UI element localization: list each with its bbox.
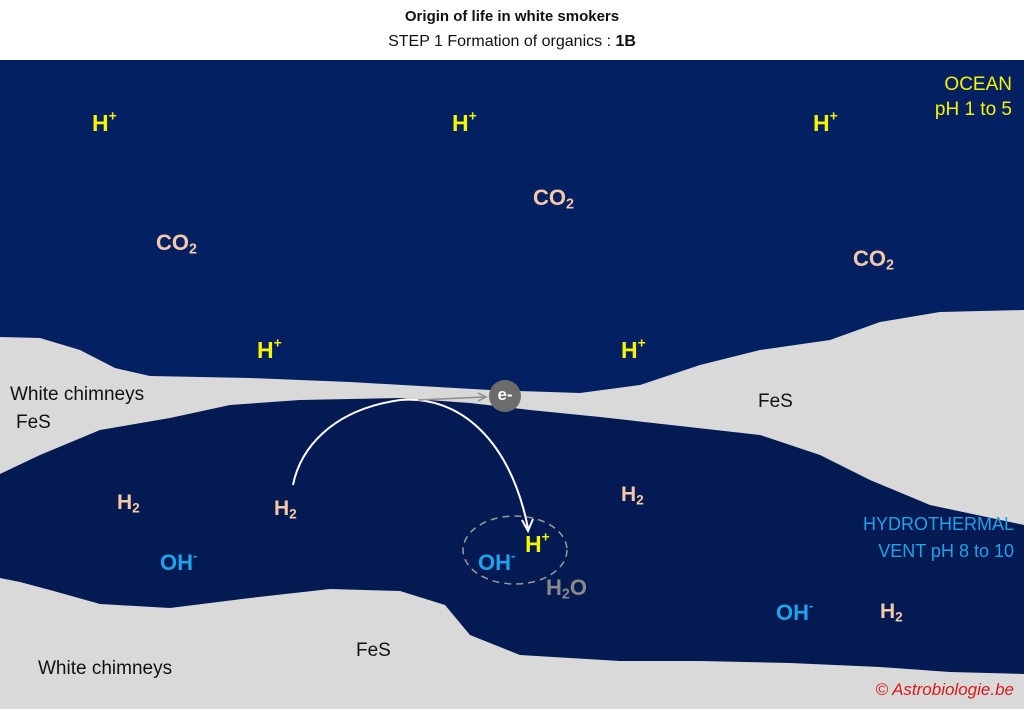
- electron-arrow-head: [477, 392, 488, 402]
- mineral-label-left: FeS: [16, 412, 51, 433]
- h2-label: H2: [117, 491, 140, 516]
- co2-label: CO2: [156, 230, 197, 258]
- mineral-label-right: FeS: [758, 391, 793, 412]
- vent-label: HYDROTHERMAL VENT pH 8 to 10: [863, 511, 1014, 565]
- reaction-arrow: [292, 398, 529, 529]
- ocean-label-line2: pH 1 to 5: [934, 99, 1012, 120]
- hydroxide-label: OH-: [160, 548, 198, 575]
- water-label: H2O: [546, 575, 587, 603]
- electron-arrow: [417, 396, 485, 401]
- hydroxide-label: OH-: [776, 598, 814, 625]
- vent-fluid: [0, 398, 1024, 674]
- vent-label-line2: VENT pH 8 to 10: [878, 541, 1014, 561]
- proton-label: H+: [92, 108, 117, 136]
- co2-label: CO2: [853, 246, 894, 274]
- mineral-label-bottom: FeS: [356, 640, 391, 661]
- ocean-label: OCEAN pH 1 to 5: [935, 72, 1012, 122]
- ocean-label-line1: OCEAN: [944, 74, 1012, 95]
- hydroxide-label: OH-: [478, 548, 516, 575]
- h2-label: H2: [621, 483, 644, 508]
- proton-label: H+: [621, 335, 646, 363]
- vent-label-line1: HYDROTHERMAL: [862, 514, 1014, 534]
- electron-badge: e-: [489, 380, 521, 412]
- co2-label: CO2: [533, 185, 574, 213]
- page-title: Origin of life in white smokers: [404, 8, 620, 25]
- proton-label: H+: [452, 108, 477, 136]
- scene-illustration: [0, 60, 1024, 709]
- chimney-label-bottom: White chimneys: [38, 658, 173, 679]
- water-formation-ellipse: [462, 515, 568, 585]
- copyright-text: © Astrobiologie.be: [875, 680, 1014, 699]
- h2-label: H2: [880, 600, 903, 625]
- h2-label: H2: [274, 497, 297, 522]
- proton-label: H+: [525, 529, 550, 557]
- page-subtitle: STEP 1 Formation of organics : 1B: [0, 33, 1024, 51]
- proton-label: H+: [813, 108, 838, 136]
- chimney-label-left: White chimneys: [10, 384, 145, 405]
- subtitle-step: 1B: [615, 33, 636, 50]
- proton-label: H+: [257, 335, 282, 363]
- reaction-arrow-head: [521, 518, 534, 534]
- subtitle-prefix: STEP 1 Formation of organics :: [388, 33, 616, 50]
- header: Origin of life in white smokers STEP 1 F…: [0, 0, 1024, 60]
